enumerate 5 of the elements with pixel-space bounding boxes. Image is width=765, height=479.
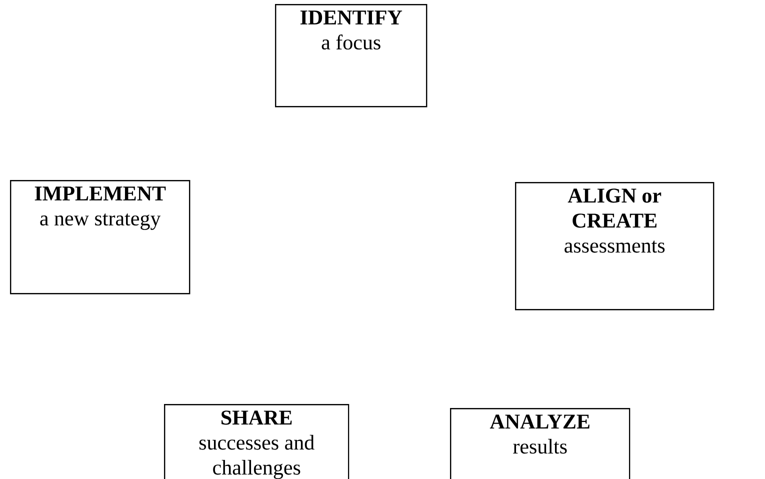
process-box: IMPLEMENT a new strategy	[10, 180, 190, 294]
process-box: ANALYZE results	[450, 408, 630, 479]
process-box: ALIGN or CREATE assessments	[515, 182, 714, 310]
process-box: SHARE successes and challenges	[164, 404, 350, 479]
process-box: IDENTIFY a focus	[275, 4, 428, 108]
